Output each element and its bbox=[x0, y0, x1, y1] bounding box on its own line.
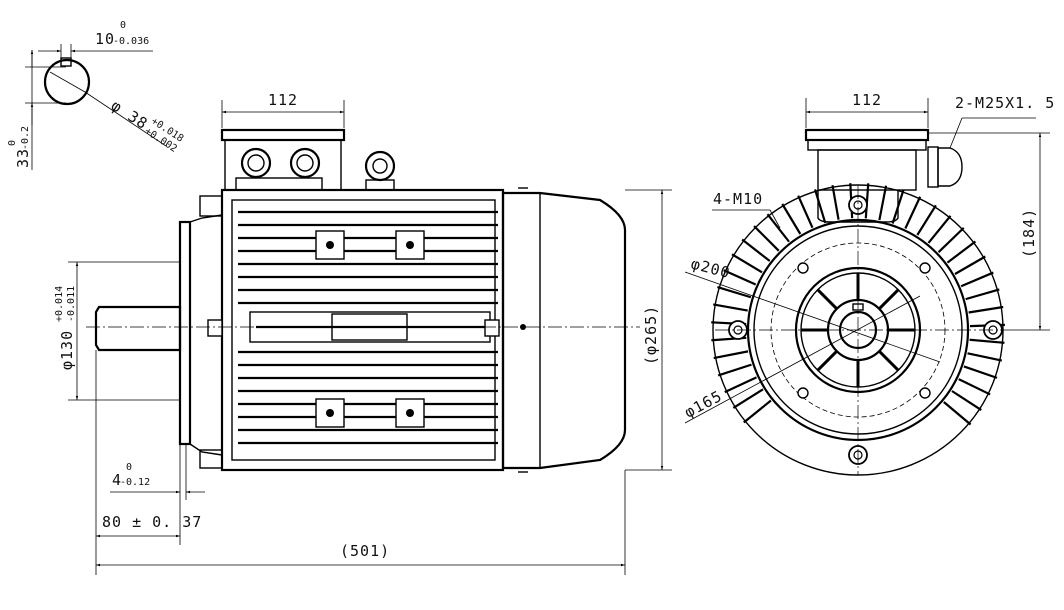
flange bbox=[178, 220, 192, 446]
cooling-fin bbox=[781, 203, 802, 235]
cooling-fin bbox=[963, 365, 998, 379]
key-width-upper: 0 bbox=[120, 20, 126, 31]
key-depth-upper: 0 bbox=[7, 140, 18, 146]
cooling-fin bbox=[946, 240, 977, 264]
spigot-depth-lower: -0.12 bbox=[120, 477, 150, 488]
cooling-fin bbox=[960, 271, 994, 288]
shaft-key-section: 10 0 -0.036 33 0 -0.2 φ 38 +0.018 +0.002 bbox=[7, 20, 185, 170]
key-depth-nominal: 33 bbox=[14, 148, 32, 168]
front-box-width-label: 112 bbox=[852, 91, 882, 109]
cable-gland-label: 2-M25X1. 5 bbox=[955, 94, 1055, 112]
cooling-fin bbox=[904, 196, 922, 229]
motor-body bbox=[220, 188, 505, 472]
flange-hole bbox=[797, 387, 809, 399]
pitch-circle-label: φ200 bbox=[689, 254, 732, 282]
shaft-length-label: 80 ± 0. 37 bbox=[102, 513, 202, 531]
cooling-fin bbox=[713, 350, 749, 360]
shaft-height-label: (184) bbox=[1020, 208, 1038, 258]
flange-hole bbox=[919, 262, 931, 274]
cooling-fin bbox=[717, 363, 752, 377]
spigot-depth-upper: 0 bbox=[126, 462, 132, 473]
cooling-fin bbox=[797, 195, 814, 229]
cooling-fin bbox=[753, 225, 780, 252]
cooling-fin bbox=[927, 215, 952, 244]
cooling-fin bbox=[713, 303, 748, 312]
cooling-fin bbox=[969, 338, 1005, 344]
cooling-fin bbox=[743, 399, 772, 424]
cooling-fin bbox=[724, 376, 757, 394]
cooling-fin bbox=[878, 185, 888, 221]
motor-side-view: 112 φ130 +0.014 -0.011 4 0 -0.12 80 ± 0.… bbox=[54, 91, 672, 575]
cooling-fin bbox=[943, 401, 972, 426]
cooling-fin bbox=[717, 285, 752, 299]
cooling-fin bbox=[967, 352, 1003, 362]
lifting-eye bbox=[364, 150, 396, 191]
cooling-fin bbox=[954, 255, 986, 275]
cooling-fin bbox=[958, 378, 991, 396]
key-width-nominal: 10 bbox=[95, 30, 115, 48]
key-depth-lower: -0.2 bbox=[20, 126, 31, 150]
cooling-fin bbox=[732, 388, 764, 409]
cooling-fin bbox=[864, 183, 870, 219]
cooling-fin bbox=[968, 305, 1004, 314]
cooling-fin bbox=[937, 227, 965, 253]
terminal-box bbox=[220, 128, 346, 191]
cooling-fin bbox=[916, 204, 937, 236]
motor-front-view: 112 2-M25X1. 5 (184) 4-M10 φ200 φ165 bbox=[681, 91, 1055, 476]
cooling-fin bbox=[723, 269, 757, 286]
cooling-fin bbox=[965, 288, 1000, 301]
shaft-diameter-nominal: φ 38 bbox=[108, 96, 151, 133]
overall-length-label: (501) bbox=[340, 542, 390, 560]
spigot-depth-nominal: 4 bbox=[112, 471, 122, 489]
cooling-fin bbox=[731, 253, 763, 274]
spigot-diameter-lower: -0.011 bbox=[66, 286, 77, 322]
overall-height-label: (φ265) bbox=[642, 305, 660, 365]
cooling-fin bbox=[741, 238, 771, 262]
key-width-lower: -0.036 bbox=[113, 36, 149, 47]
cable-gland bbox=[927, 146, 963, 188]
cooling-fin bbox=[951, 390, 982, 411]
cooling-fin bbox=[766, 213, 790, 243]
spigot-diameter-upper: +0.014 bbox=[54, 286, 65, 322]
spigot-diameter-nominal: φ130 bbox=[58, 330, 76, 370]
cooling-fin bbox=[831, 185, 840, 220]
shaft bbox=[94, 305, 182, 352]
cooling-fin bbox=[813, 189, 827, 224]
side-box-width-label: 112 bbox=[268, 91, 298, 109]
flange-hole bbox=[919, 387, 931, 399]
flange-holes-label: 4-M10 bbox=[713, 190, 763, 208]
flange-hole bbox=[797, 262, 809, 274]
fan-cover bbox=[501, 191, 627, 470]
spigot-circle-label: φ165 bbox=[681, 387, 725, 422]
